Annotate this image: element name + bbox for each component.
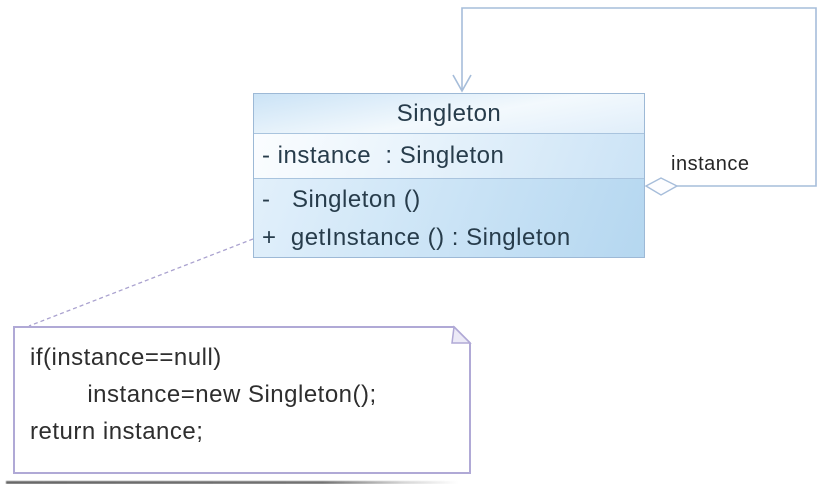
open-arrowhead-icon xyxy=(452,74,472,93)
association-label[interactable]: instance xyxy=(671,153,750,175)
code-line: return instance; xyxy=(30,418,204,445)
class-attributes-compartment: - instance : Singleton xyxy=(254,134,644,179)
attribute-row: - instance : Singleton xyxy=(262,142,505,169)
hollow-diamond-icon xyxy=(644,177,679,196)
class-methods-compartment: - Singleton () + getInstance () : Single… xyxy=(254,179,644,257)
video-artifact-strip xyxy=(6,481,458,484)
self-association-connector[interactable] xyxy=(452,7,817,196)
method-row: - Singleton () xyxy=(262,186,421,213)
method-row: + getInstance () : Singleton xyxy=(262,224,571,251)
code-line: if(instance==null) xyxy=(30,344,222,371)
class-name-header: Singleton xyxy=(254,94,644,134)
code-note-text[interactable]: if(instance==null) instance=new Singleto… xyxy=(14,327,470,473)
class-singleton[interactable]: Singleton - instance : Singleton - Singl… xyxy=(253,93,645,258)
note-anchor-dashed-line[interactable] xyxy=(28,238,254,327)
code-line: instance=new Singleton(); xyxy=(30,381,377,408)
note-fold-icon xyxy=(451,325,472,344)
note-shape[interactable] xyxy=(13,325,472,474)
